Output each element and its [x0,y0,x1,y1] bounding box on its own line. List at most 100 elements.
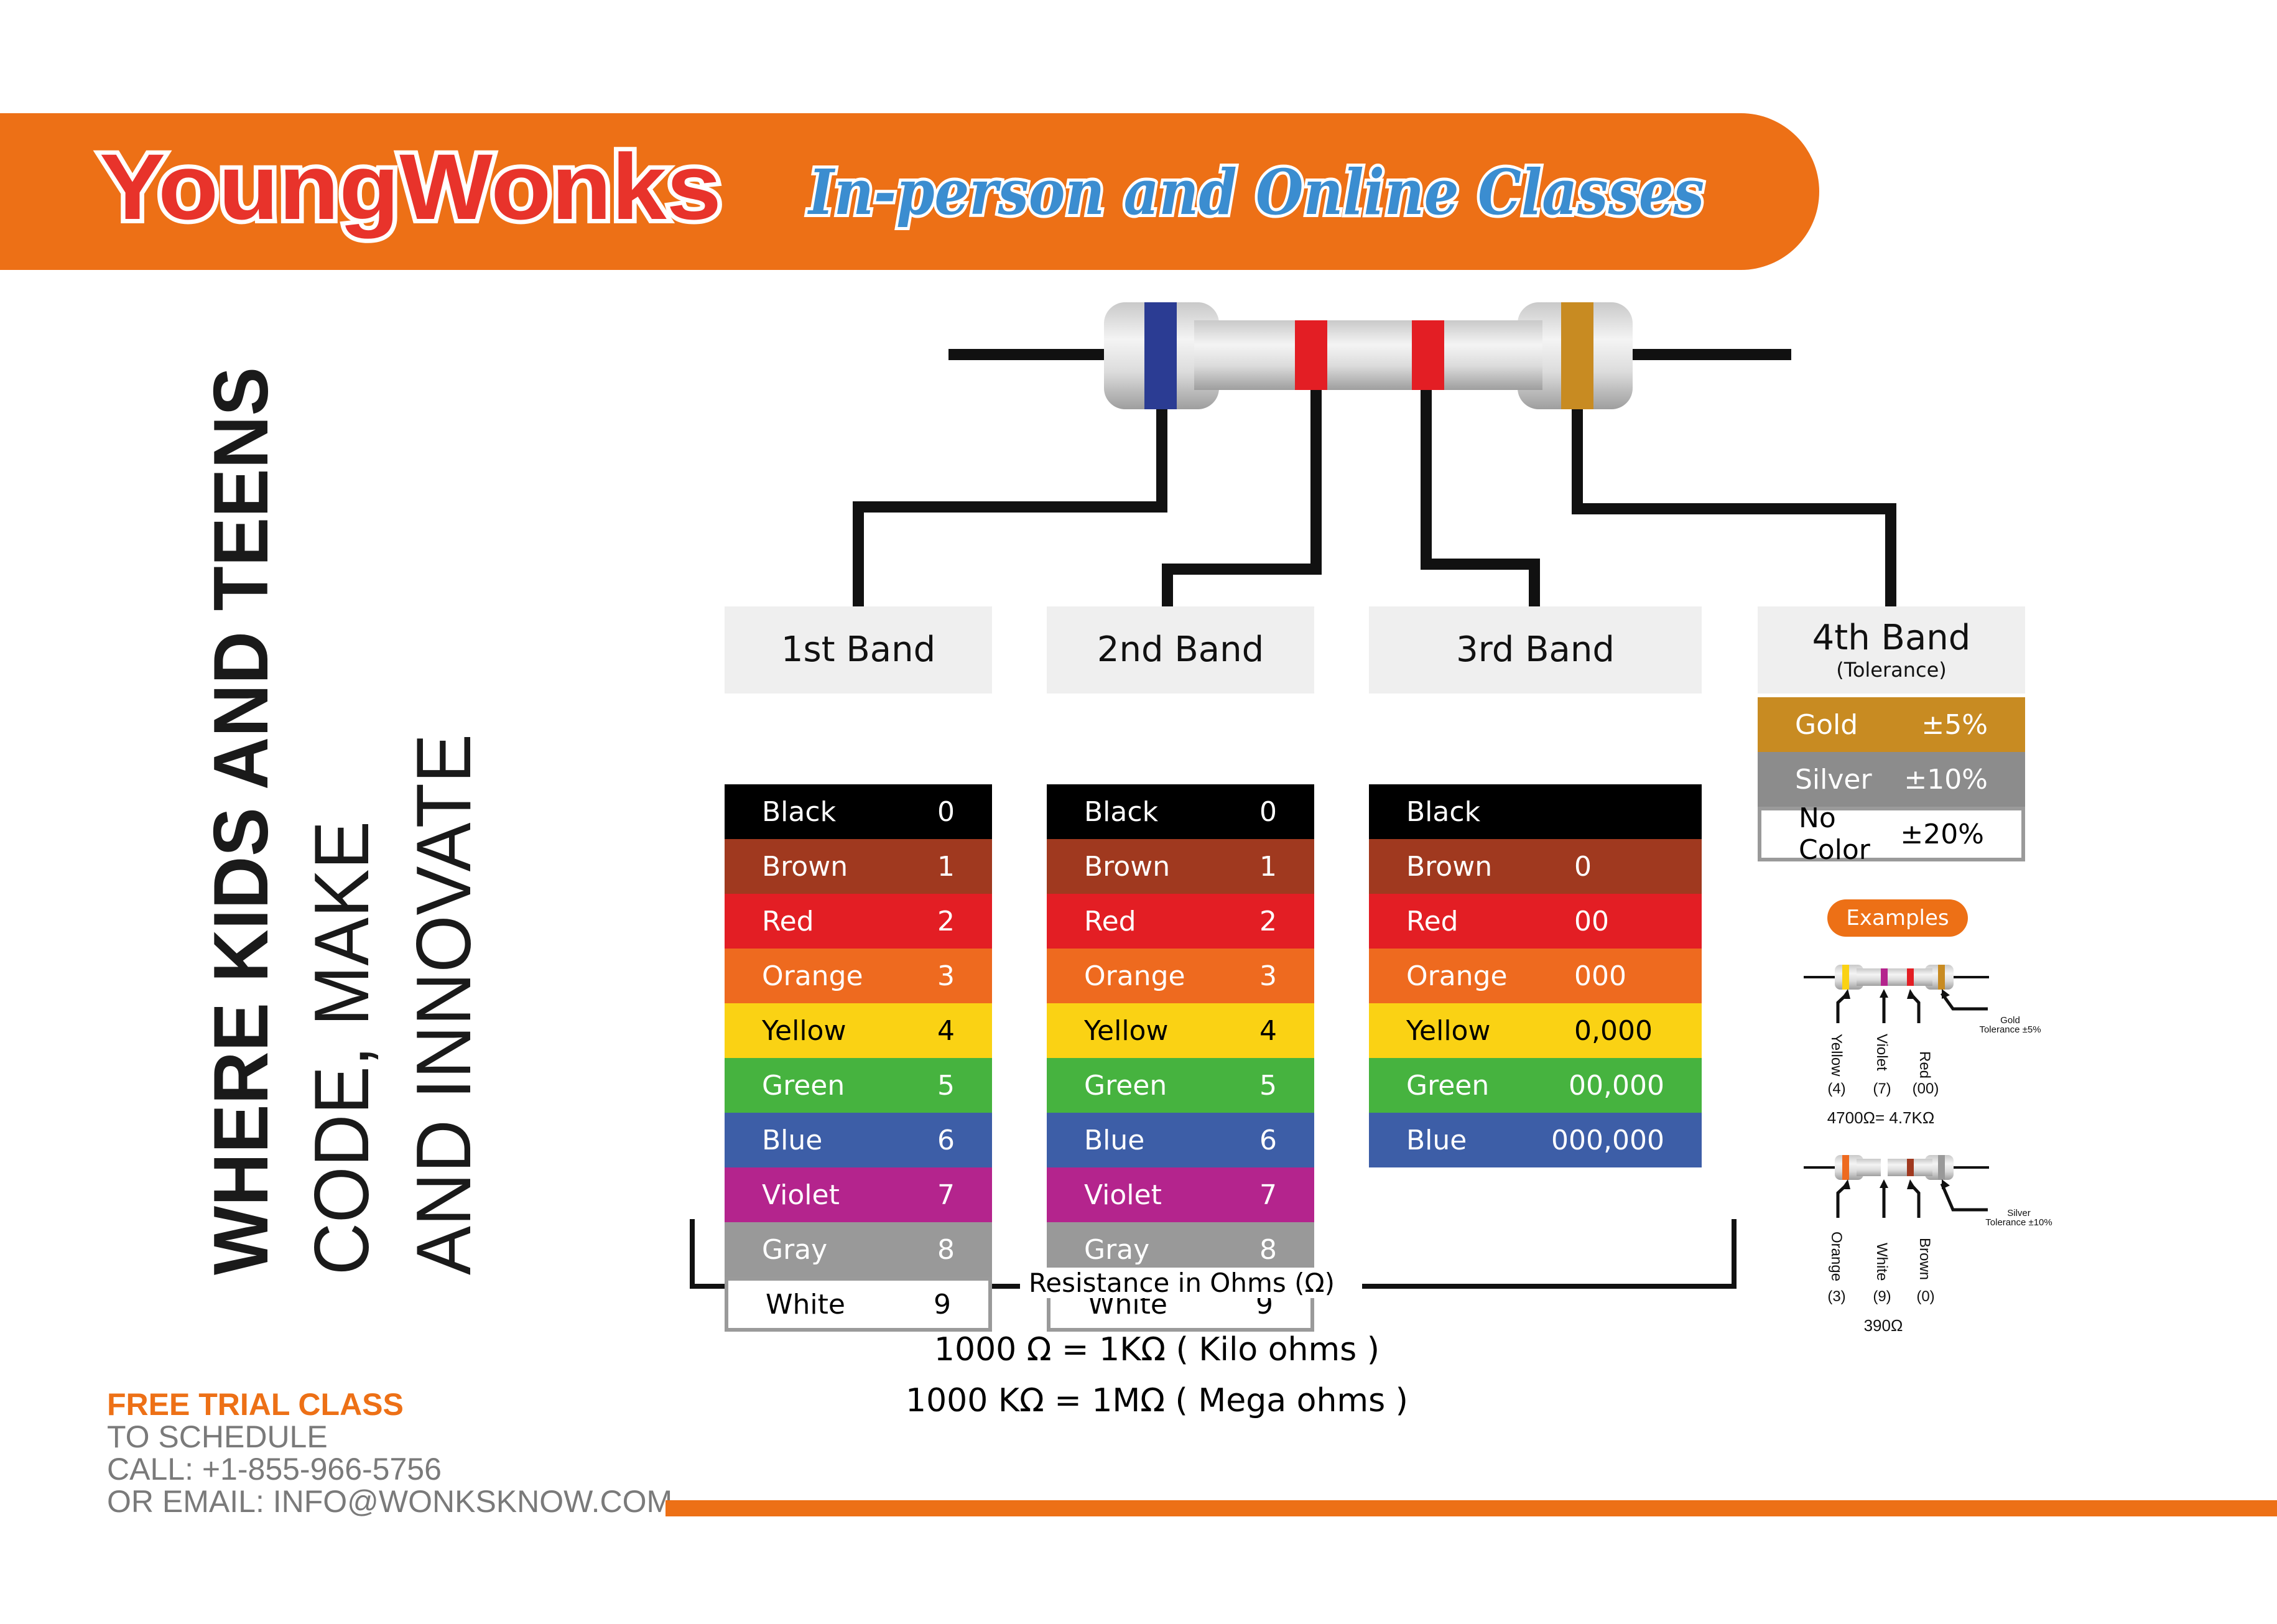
color-value: 7 [1259,1179,1277,1211]
example-2-band-4 [1938,1155,1945,1180]
email-line[interactable]: OR EMAIL: INFO@WONKSKNOW.COM [107,1484,673,1519]
color-name: Red [1406,905,1458,937]
color-value: 1 [937,850,955,883]
ex2-result: 390Ω [1864,1316,1903,1335]
example-2 [1804,1155,1989,1218]
band-4-header: 4th Band (Tolerance) [1758,606,2025,694]
ex1-tolerance-2: Tolerance ±5% [1979,1024,2041,1035]
color-value: 5 [937,1069,955,1102]
color-value: 9 [934,1288,951,1320]
color-value: 2 [1259,905,1277,937]
footer-bar [665,1500,2277,1516]
example-1-band-2 [1881,968,1888,986]
color-name: Orange [762,960,863,992]
example-1-band-1 [1842,965,1849,990]
band-4-title: 4th Band [1812,618,1971,658]
band-3-title: 3rd Band [1456,629,1615,670]
color-name: Black [1084,796,1159,828]
band3-row-green: Green 00,000 [1369,1058,1702,1113]
color-value: 2 [937,905,955,937]
phone-line[interactable]: CALL: +1-855-966-5756 [107,1452,442,1487]
band1-row-white: White 9 [725,1277,992,1332]
ex1-value-1: (4) [1827,1080,1845,1097]
ex1-label-3: Red [1916,1051,1933,1079]
color-name: Silver [1795,763,1872,796]
example-2-band-2 [1881,1159,1888,1176]
ex1-label-2: Violet [1873,1034,1890,1071]
color-value: 4 [937,1014,955,1047]
example-2-band-1 [1842,1155,1849,1180]
color-value: 8 [937,1233,955,1266]
band-1-header: 1st Band [725,606,992,694]
color-name: Orange [1084,960,1185,992]
color-value: ±5% [1921,708,1988,741]
color-name: Blue [762,1124,823,1156]
band4-row-gold: Gold ±5% [1758,697,2025,752]
tagline: In-person and Online Classes [804,152,1707,232]
color-name: No Color [1799,802,1870,866]
color-name: Green [1084,1069,1167,1102]
side-slogan: WHERE KIDS AND TEENS CODE, MAKE AND INNO… [198,367,487,1275]
color-value: 0 [1259,796,1277,828]
band-4-subtitle: (Tolerance) [1836,658,1947,682]
color-name: Violet [762,1179,840,1211]
free-trial-heading: FREE TRIAL CLASS [107,1387,404,1422]
color-value: 0 [937,796,955,828]
ex2-value-3: (0) [1916,1288,1934,1305]
band3-row-yellow: Yellow 0,000 [1369,1003,1702,1058]
connector-band-2 [1162,390,1322,606]
color-name: Orange [1406,960,1508,992]
ex1-value-2: (7) [1873,1080,1891,1097]
example-1 [1804,965,1989,1023]
band-connectors [853,390,1896,606]
color-value: ±10% [1904,763,1988,796]
slogan-line-2: CODE, MAKE [299,821,385,1275]
examples-badge: Examples [1827,899,1968,937]
color-name: Yellow [1084,1014,1169,1047]
band2-row-red: Red 2 [1047,894,1314,949]
color-name: White [766,1288,845,1320]
band3-row-black: Black [1369,784,1702,839]
band-2-header: 2nd Band [1047,606,1314,694]
color-value: 00,000 [1569,1069,1664,1102]
color-value: 6 [1259,1124,1277,1156]
color-name: Blue [1406,1124,1467,1156]
band1-row-violet: Violet 7 [725,1167,992,1222]
slogan-line-3: AND INNOVATE [401,734,487,1275]
band4-row-silver: Silver ±10% [1758,752,2025,807]
color-name: Red [1084,905,1136,937]
color-name: Yellow [1406,1014,1491,1047]
color-value: 7 [937,1179,955,1211]
ex1-tolerance-1: Gold [2000,1015,2020,1026]
equation-mega: 1000 KΩ = 1MΩ ( Mega ohms ) [906,1382,1408,1419]
color-value: 00 [1574,905,1609,937]
color-value: ±20% [1900,818,1984,850]
connector-band-1 [853,409,1167,606]
color-value: 0,000 [1574,1014,1653,1047]
band-4-rows: Gold ±5% Silver ±10% No Color ±20% [1758,697,2025,866]
band-1-title: 1st Band [781,629,936,670]
band2-row-black: Black 0 [1047,784,1314,839]
color-value: 4 [1259,1014,1277,1047]
band1-row-yellow: Yellow 4 [725,1003,992,1058]
color-name: Gold [1795,708,1858,741]
resistor-body [1104,302,1633,409]
color-name: Brown [1084,850,1171,883]
band4-row-no-color: No Color ±20% [1758,802,2025,866]
color-name: Green [1406,1069,1490,1102]
logo: YoungWonks [95,130,726,243]
color-name: Yellow [762,1014,846,1047]
band2-row-yellow: Yellow 4 [1047,1003,1314,1058]
